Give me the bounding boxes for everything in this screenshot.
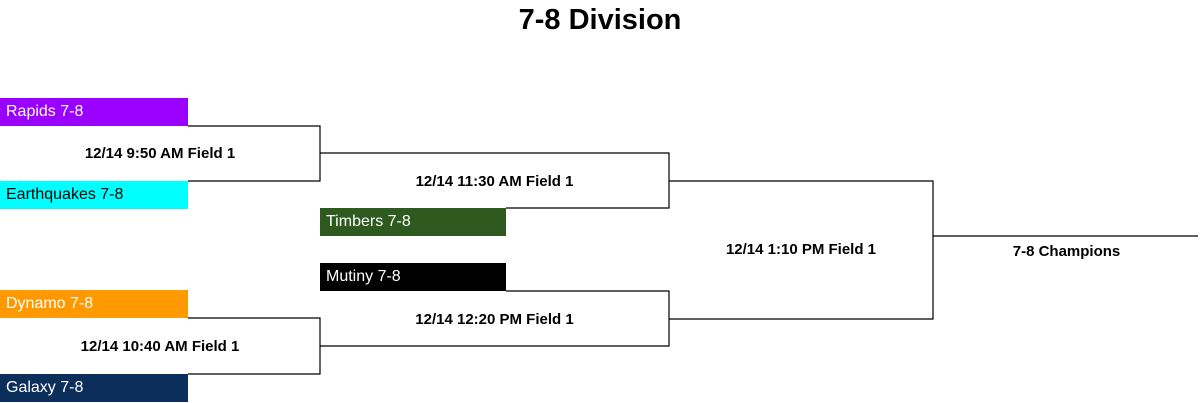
team-mutiny[interactable]: Mutiny 7-8 — [320, 263, 506, 291]
game-round1-top: 12/14 9:50 AM Field 1 — [84, 145, 236, 162]
team-earthquakes[interactable]: Earthquakes 7-8 — [0, 181, 188, 209]
game-semifinal-bottom: 12/14 12:20 PM Field 1 — [415, 311, 574, 328]
team-galaxy[interactable]: Galaxy 7-8 — [0, 374, 188, 402]
game-final: 12/14 1:10 PM Field 1 — [725, 241, 877, 258]
game-round1-bottom: 12/14 10:40 AM Field 1 — [80, 338, 240, 355]
champion-label: 7-8 Champions — [1012, 243, 1121, 260]
team-timbers[interactable]: Timbers 7-8 — [320, 208, 506, 236]
team-rapids[interactable]: Rapids 7-8 — [0, 98, 188, 126]
page-title: 7-8 Division — [518, 4, 682, 36]
team-dynamo[interactable]: Dynamo 7-8 — [0, 290, 188, 318]
game-semifinal-top: 12/14 11:30 AM Field 1 — [415, 173, 574, 190]
